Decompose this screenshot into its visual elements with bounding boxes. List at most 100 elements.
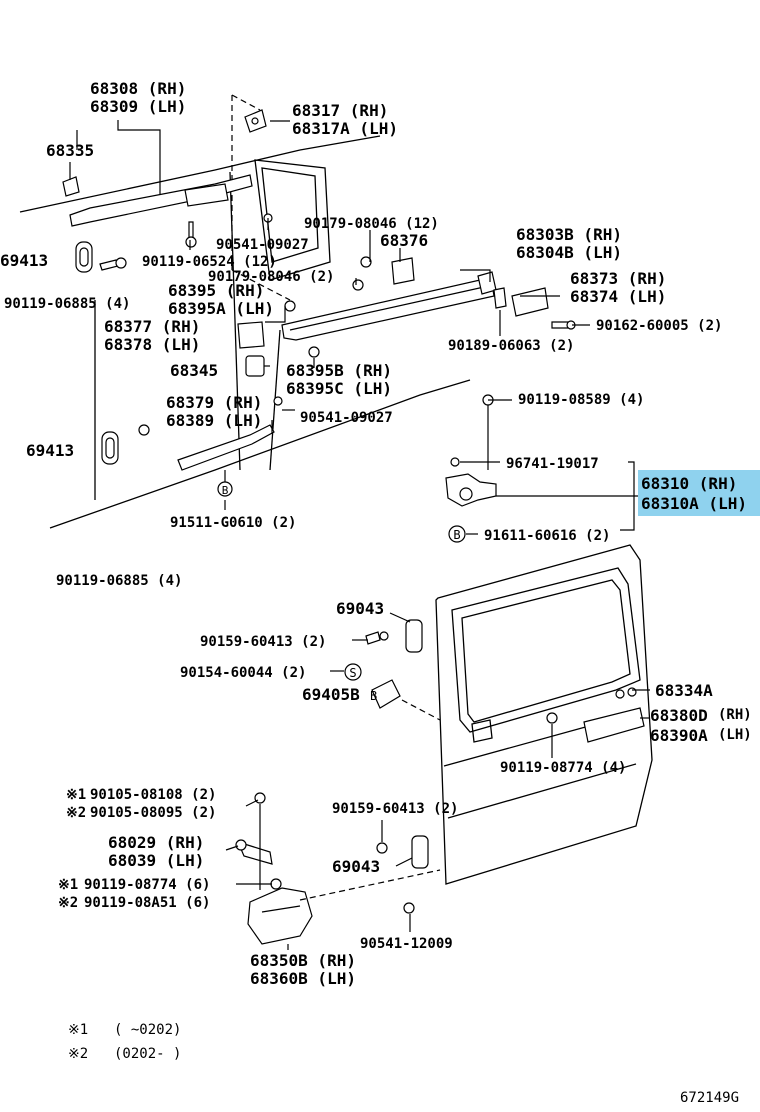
label-96741-19017: 96741-19017 — [506, 456, 599, 472]
label-69413-top: 69413 — [0, 251, 48, 270]
footnote-1-text: ( ~0202) — [114, 1022, 181, 1038]
handle-69413-top — [75, 241, 93, 273]
lower-rail-68379 — [177, 424, 275, 471]
bolt-90119-06524 — [185, 221, 197, 248]
mark-1-a: ※1 — [66, 787, 86, 803]
label-69413-lower: 69413 — [26, 441, 74, 460]
label-90119-06885-lower: 90119-06885 (4) — [56, 573, 182, 589]
label-90541-12009: 90541-12009 — [360, 936, 453, 952]
bolt-90105 — [254, 792, 266, 804]
footnote-2-mark: ※2 — [68, 1046, 88, 1062]
label-90162-60005: 90162-60005 (2) — [596, 318, 722, 334]
bolt-90159-lower — [376, 842, 388, 854]
bracket-68317 — [244, 109, 267, 133]
cover-68345 — [245, 355, 265, 377]
lower-roller-arm-68350B — [247, 878, 313, 945]
bolt-lower-handle — [138, 424, 150, 436]
footnote-1-mark: ※1 — [68, 1022, 88, 1038]
label-68304B: 68304B (LH) — [516, 243, 622, 262]
label-91611-60616: 91611-60616 (2) — [484, 528, 610, 544]
label-68310A: 68310A (LH) — [641, 494, 747, 513]
reference-marker-b-upper: B — [217, 481, 233, 497]
reference-marker-b-lower: B — [448, 525, 466, 543]
roller-guide-68376 — [352, 256, 415, 291]
label-68389: 68389 (LH) — [166, 411, 262, 430]
handle-69043-lower — [411, 835, 429, 869]
hinge-68029 — [235, 839, 273, 865]
reference-marker-s: S — [349, 666, 356, 680]
label-90105-08095: 90105-08095 (2) — [90, 805, 216, 821]
svg-text:S: S — [349, 666, 356, 680]
label-90159-60413-lower: 90159-60413 (2) — [332, 801, 458, 817]
label-68395C: 68395C (LH) — [286, 379, 392, 398]
label-90119-08774-6: 90119-08774 (6) — [84, 877, 210, 893]
label-68308: 68308 (RH) — [90, 79, 186, 98]
label-69405B: 69405B — [302, 685, 360, 704]
svg-text:B: B — [453, 528, 460, 542]
label-68317A: 68317A (LH) — [292, 119, 398, 138]
label-90119-08A51: 90119-08A51 (6) — [84, 895, 210, 911]
vehicle-body-outline — [19, 94, 471, 529]
label-69043-upper: 69043 — [336, 599, 384, 618]
door-latch-68380D — [546, 687, 645, 743]
label-68395: 68395 (RH) — [168, 281, 264, 300]
bolt-90162-60005 — [551, 320, 576, 330]
mark-2-b: ※2 — [58, 895, 78, 911]
label-90105-08108: 90105-08108 (2) — [90, 787, 216, 803]
hinge-assembly-68310 — [445, 394, 497, 507]
bolt-90119-06885-top — [99, 257, 127, 271]
label-90119-06524: 90119-06524 (12) — [142, 254, 277, 270]
center-rail-68303B — [281, 271, 497, 341]
label-68360B: 68360B (LH) — [250, 969, 356, 988]
label-68373: 68373 (RH) — [570, 269, 666, 288]
label-68395B: 68395B (RH) — [286, 361, 392, 380]
label-68335: 68335 — [46, 141, 94, 160]
label-68303B: 68303B (RH) — [516, 225, 622, 244]
label-90154-60044: 90154-60044 (2) — [180, 665, 306, 681]
label-68376: 68376 — [380, 231, 428, 250]
mark-2-a: ※2 — [66, 805, 86, 821]
label-68310: 68310 (RH) — [641, 474, 737, 493]
label-68395A: 68395A (LH) — [168, 299, 274, 318]
label-68039: 68039 (LH) — [108, 851, 204, 870]
label-91511-G0610: 91511-G0610 (2) — [170, 515, 296, 531]
label-69043-lower: 69043 — [332, 857, 380, 876]
label-68317: 68317 (RH) — [292, 101, 388, 120]
label-68029: 68029 (RH) — [108, 833, 204, 852]
mark-1-b: ※1 — [58, 877, 78, 893]
label-68390A-lh: (LH) — [718, 727, 752, 743]
label-90119-08774-4: 90119-08774 (4) — [500, 760, 626, 776]
handle-69043-upper — [405, 619, 423, 653]
label-68380D: 68380D — [650, 706, 708, 725]
bracket-68373 — [493, 287, 549, 317]
label-68309: 68309 (LH) — [90, 97, 186, 116]
clip-68335 — [62, 176, 80, 197]
label-90119-08589: 90119-08589 (4) — [518, 392, 644, 408]
label-68390A: 68390A — [650, 726, 708, 745]
leader-lines — [69, 120, 650, 950]
label-68374: 68374 (LH) — [570, 287, 666, 306]
label-68378: 68378 (LH) — [104, 335, 200, 354]
label-68345: 68345 — [170, 361, 218, 380]
screw-90541-12009 — [403, 902, 415, 914]
screw-90541-09027-lower — [273, 396, 283, 406]
label-68334A: 68334A — [655, 681, 713, 700]
svg-text:B: B — [222, 484, 229, 497]
label-68379: 68379 (RH) — [166, 393, 262, 412]
label-68380D-rh: (RH) — [718, 707, 752, 723]
label-90189-06063: 90189-06063 (2) — [448, 338, 574, 354]
stopper-68395B — [308, 346, 320, 358]
upper-rail-68308 — [69, 174, 253, 227]
footnote-2-text: (0202- ) — [114, 1046, 181, 1062]
label-90541-09027-top: 90541-09027 — [216, 237, 309, 253]
footnotes: ※1 ( ~0202) ※2 (0202- ) — [68, 1022, 181, 1062]
sliding-door — [435, 544, 653, 885]
bracket-68377 — [237, 321, 265, 349]
label-90159-60413-upper: 90159-60413 (2) — [200, 634, 326, 650]
label-90179-08046-2: 90179-08046 (2) — [208, 269, 334, 285]
handle-69413-lower — [101, 431, 119, 465]
stopper-69405B — [344, 663, 401, 709]
label-90179-08046-12: 90179-08046 (12) — [304, 216, 439, 232]
label-68377: 68377 (RH) — [104, 317, 200, 336]
